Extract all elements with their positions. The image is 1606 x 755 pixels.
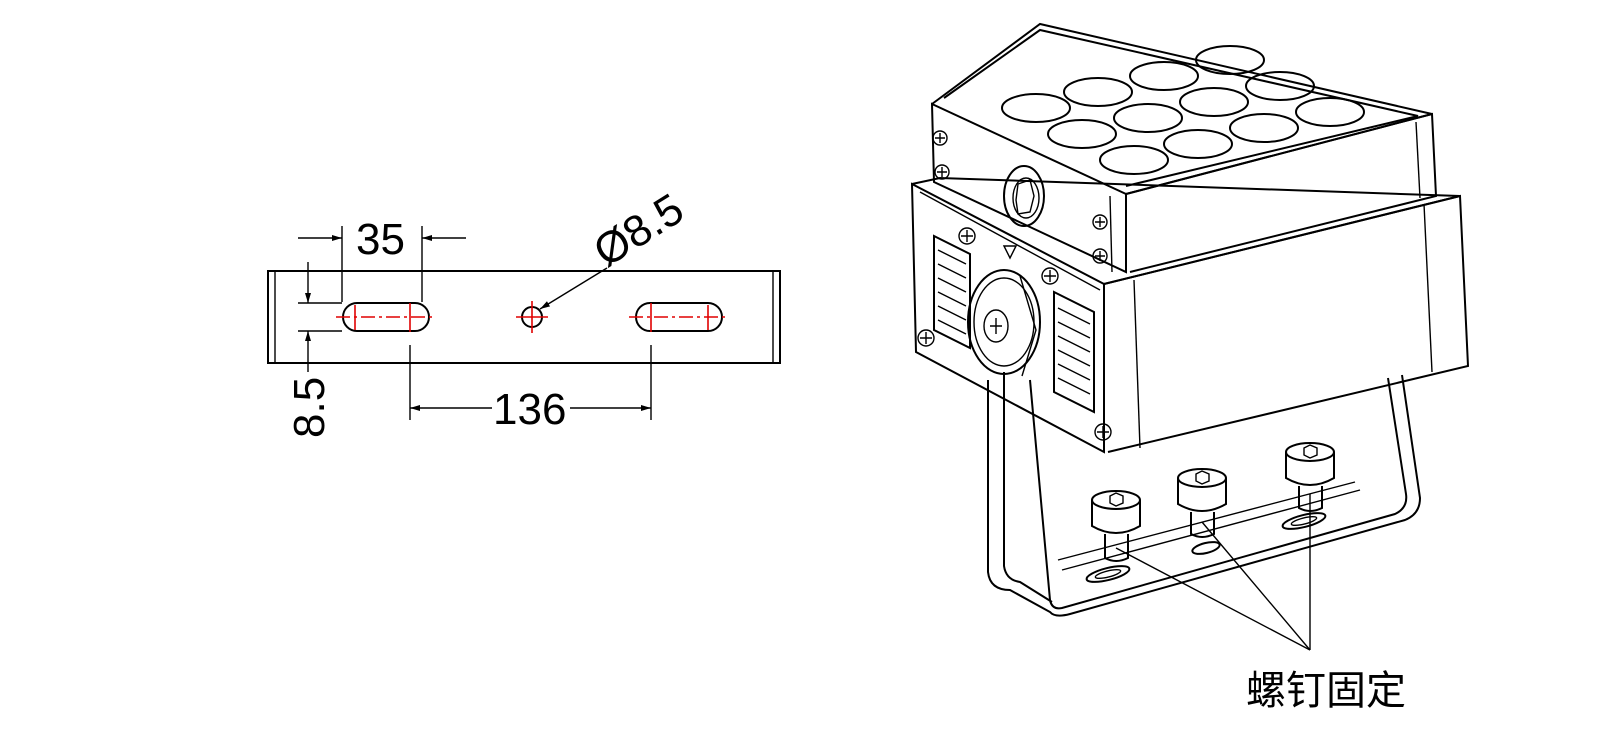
dimension-8-5-label: 8.5 — [285, 377, 334, 438]
dimension-slot-width: 8.5 — [285, 262, 342, 438]
screw-fixing-label: 螺钉固定 — [1246, 668, 1406, 714]
dimension-diameter-label: Ø8.5 — [585, 184, 692, 276]
u-bracket — [987, 372, 1422, 617]
cable-gland — [1003, 165, 1045, 227]
right-vent-grille — [1053, 290, 1095, 414]
fixture-isometric-view: 螺钉固定 — [910, 22, 1470, 714]
lower-housing — [910, 176, 1470, 454]
mounting-screw-3 — [1285, 442, 1335, 512]
dimmer-knob — [967, 245, 1041, 377]
mounting-screw-2 — [1177, 468, 1227, 538]
dimension-slot-spacing: 136 — [409, 345, 652, 434]
dimension-35-label: 35 — [356, 215, 405, 264]
dimension-hole-diameter: Ø8.5 — [539, 184, 692, 310]
mounting-screw-1 — [1091, 490, 1141, 562]
dimension-slot-pitch: 35 — [298, 215, 466, 302]
led-head — [930, 22, 1438, 274]
left-vent-grille — [933, 234, 971, 350]
dimension-136-label: 136 — [493, 385, 566, 434]
bracket-plan-view — [267, 270, 781, 364]
callout-leaders — [1115, 494, 1311, 651]
led-lens-array — [1001, 45, 1365, 175]
